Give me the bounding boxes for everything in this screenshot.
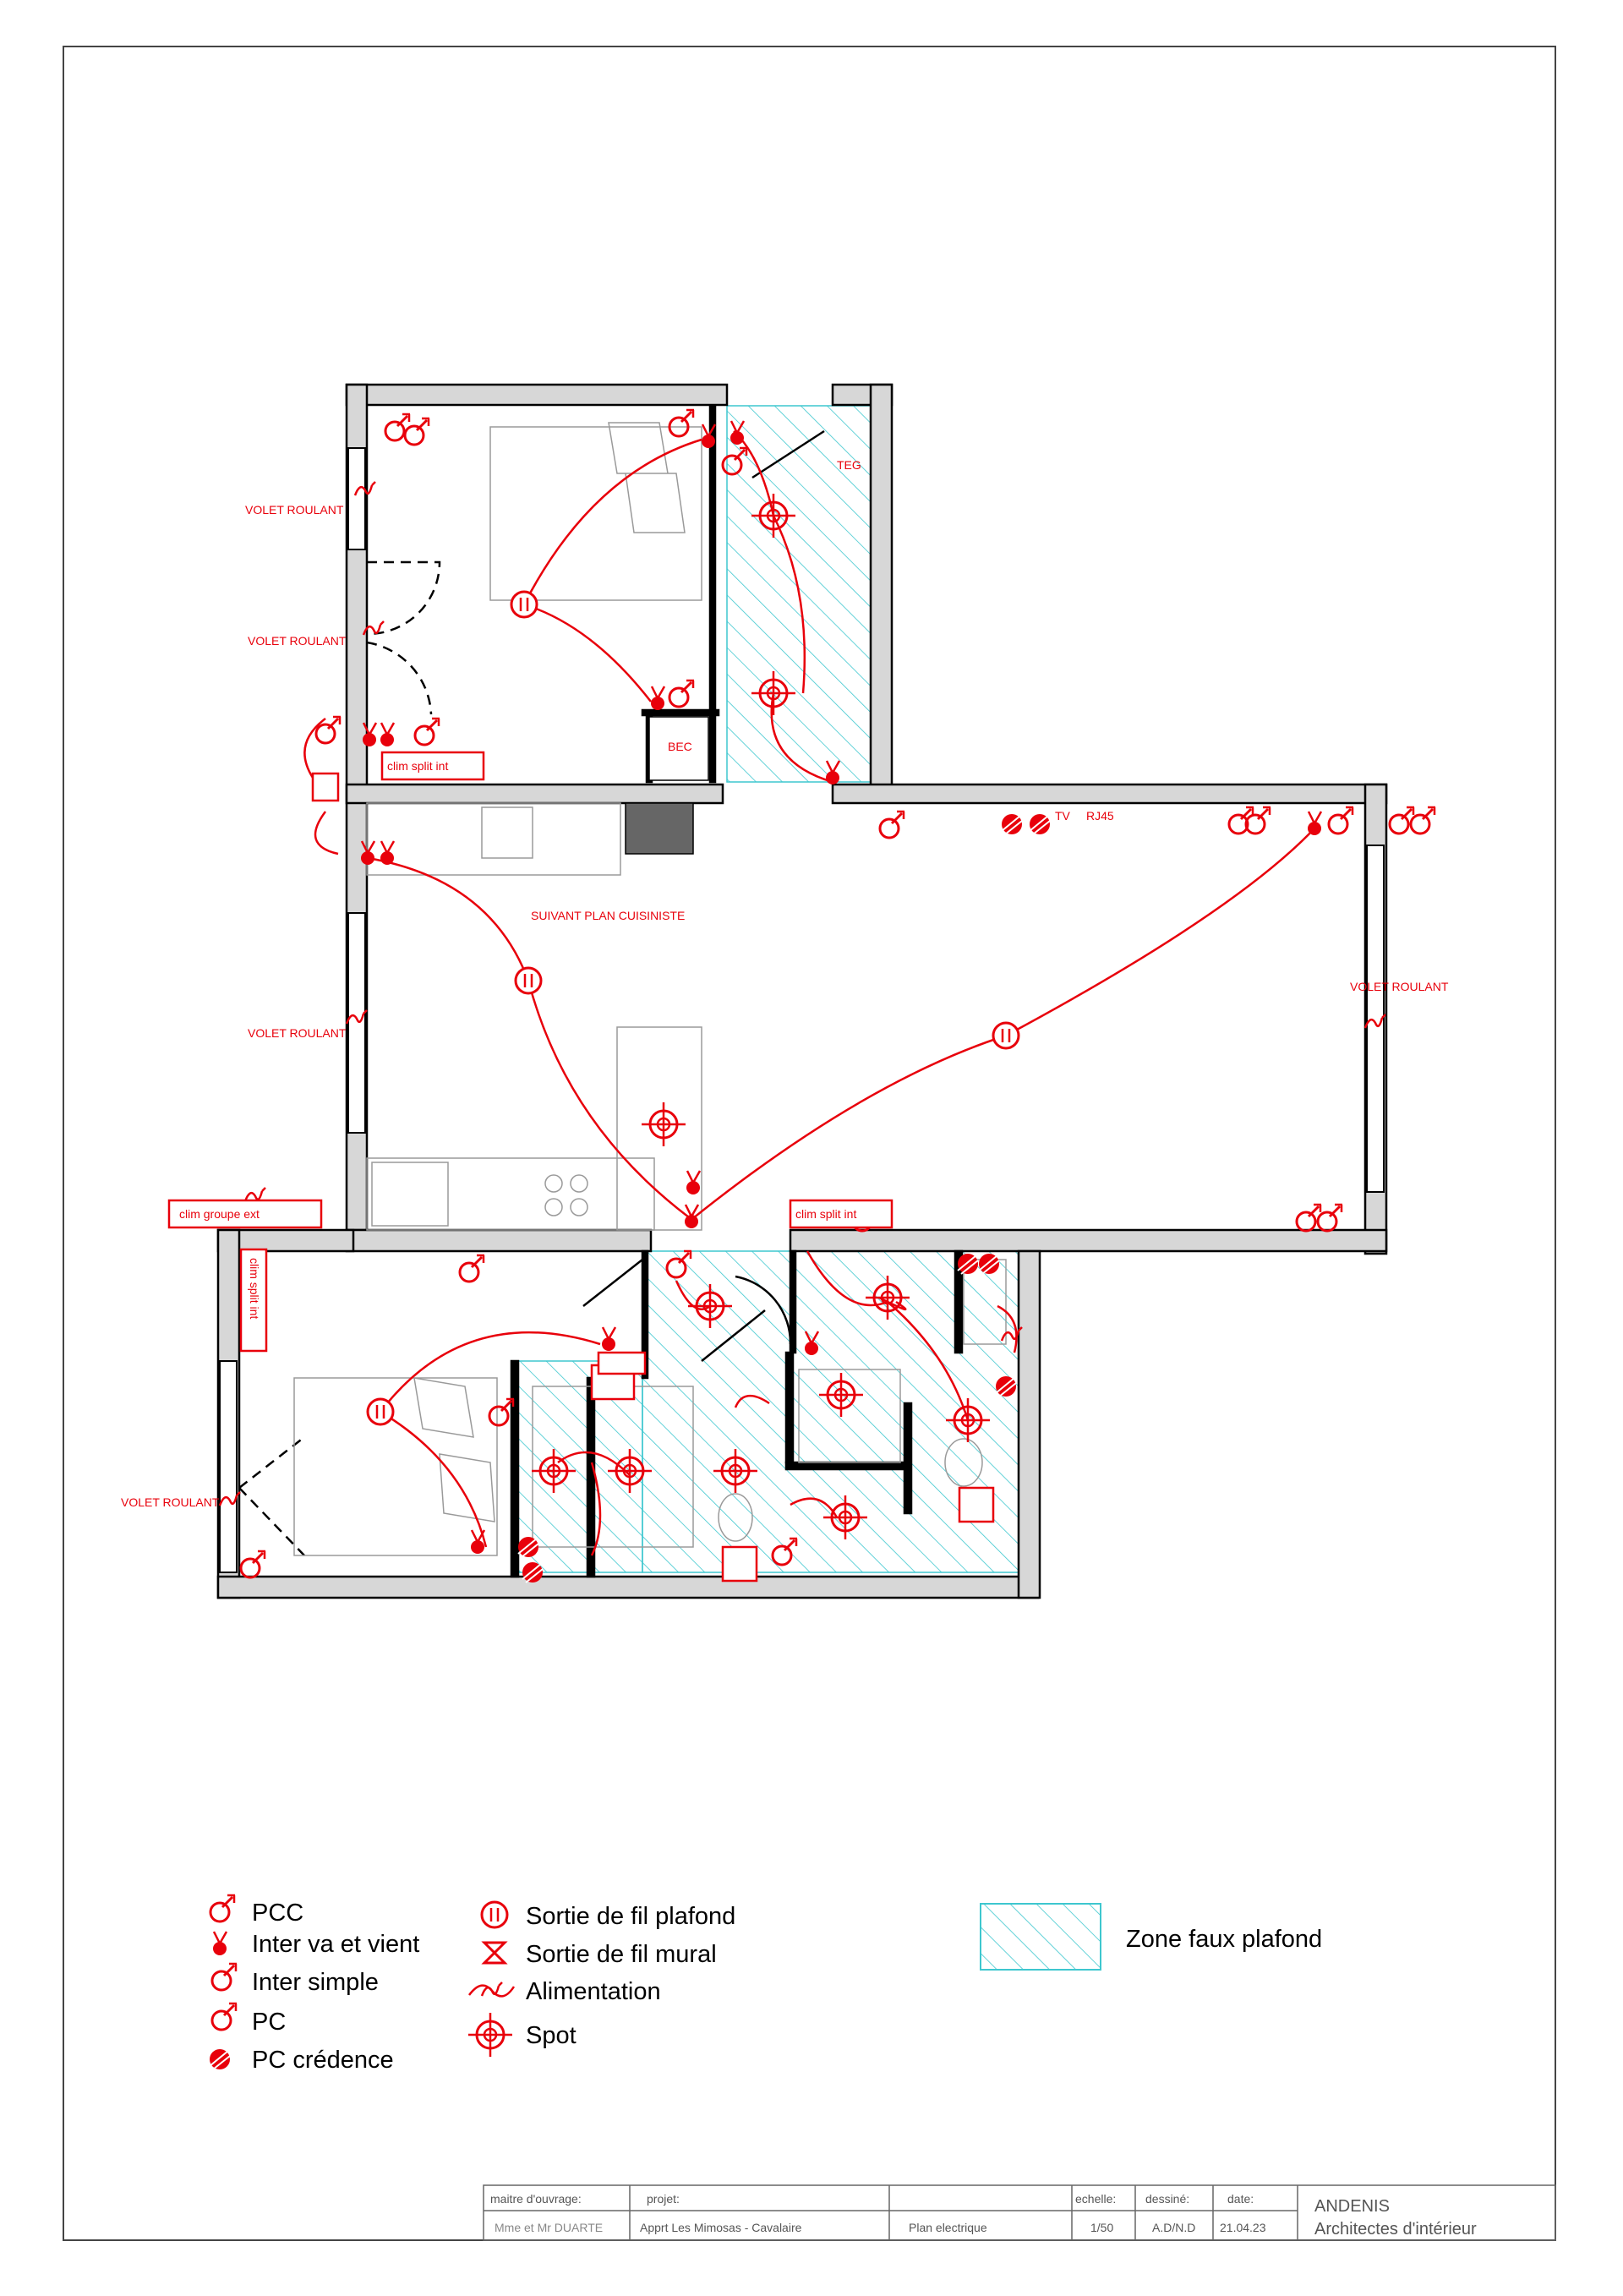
tb-dessine-value: A.D/N.D xyxy=(1152,2221,1195,2234)
legend-inter-va-vient: Inter va et vient xyxy=(252,1931,419,1958)
legend-pcc: PCC xyxy=(252,1900,303,1927)
label-teg: TEG xyxy=(837,458,861,472)
legend-inter-simple: Inter simple xyxy=(252,1969,379,1996)
legend-sortie-plafond: Sortie de fil plafond xyxy=(526,1903,735,1930)
label-clim-split-3: clim split int xyxy=(248,1258,261,1319)
tb-projet-value: Apprt Les Mimosas - Cavalaire xyxy=(640,2221,802,2234)
label-volet-roulant-3: VOLET ROULANT xyxy=(248,1026,347,1040)
tb-echelle-value: 1/50 xyxy=(1090,2221,1113,2234)
label-clim-groupe: clim groupe ext xyxy=(179,1207,260,1221)
label-clim-split-2: clim split int xyxy=(795,1207,856,1221)
tb-maitre-label: maitre d'ouvrage: xyxy=(490,2192,582,2206)
label-bec: BEC xyxy=(668,740,692,753)
windows xyxy=(219,447,1385,1573)
tb-dessine-label: dessiné: xyxy=(1145,2192,1189,2206)
legend-pc: PC xyxy=(252,2009,286,2036)
legend-zone-faux-plafond: Zone faux plafond xyxy=(1126,1926,1322,1953)
label-volet-roulant-5: VOLET ROULANT xyxy=(121,1495,220,1509)
tb-date-value: 21.04.23 xyxy=(1220,2221,1266,2234)
legend-pc-credence: PC crédence xyxy=(252,2047,394,2074)
furniture xyxy=(293,422,1007,1556)
circuit-wires xyxy=(367,430,1315,1556)
tb-plan-value: Plan electrique xyxy=(909,2221,987,2234)
tb-firm-name: ANDENIS xyxy=(1314,2197,1390,2216)
label-volet-roulant-4: VOLET ROULANT xyxy=(1350,980,1449,993)
tb-echelle-label: echelle: xyxy=(1075,2192,1116,2206)
legend-alimentation: Alimentation xyxy=(526,1978,661,2005)
label-volet-roulant-1: VOLET ROULANT xyxy=(245,503,344,517)
legend-sortie-mural: Sortie de fil mural xyxy=(526,1941,717,1968)
doors xyxy=(238,560,441,1556)
plan-labels: VOLET ROULANT VOLET ROULANT VOLET ROULAN… xyxy=(121,458,1449,1509)
legend: PCC Inter va et vient Inter simple PC PC… xyxy=(209,1894,1322,2074)
tb-firm-sub: Architectes d'intérieur xyxy=(1314,2220,1477,2239)
label-tv: TV xyxy=(1055,809,1071,823)
legend-spot: Spot xyxy=(526,2022,577,2049)
label-clim-split-1: clim split int xyxy=(387,759,448,773)
title-block xyxy=(483,2184,1556,2241)
title-block-text: maitre d'ouvrage: Mme et Mr DUARTE proje… xyxy=(490,2192,1477,2239)
label-volet-roulant-2: VOLET ROULANT xyxy=(248,634,347,648)
tb-projet-label: projet: xyxy=(647,2192,680,2206)
label-rj45: RJ45 xyxy=(1086,809,1114,823)
tb-date-label: date: xyxy=(1227,2192,1254,2206)
label-suivant-plan: SUIVANT PLAN CUISINISTE xyxy=(531,909,685,922)
tb-maitre-value: Mme et Mr DUARTE xyxy=(495,2221,603,2234)
